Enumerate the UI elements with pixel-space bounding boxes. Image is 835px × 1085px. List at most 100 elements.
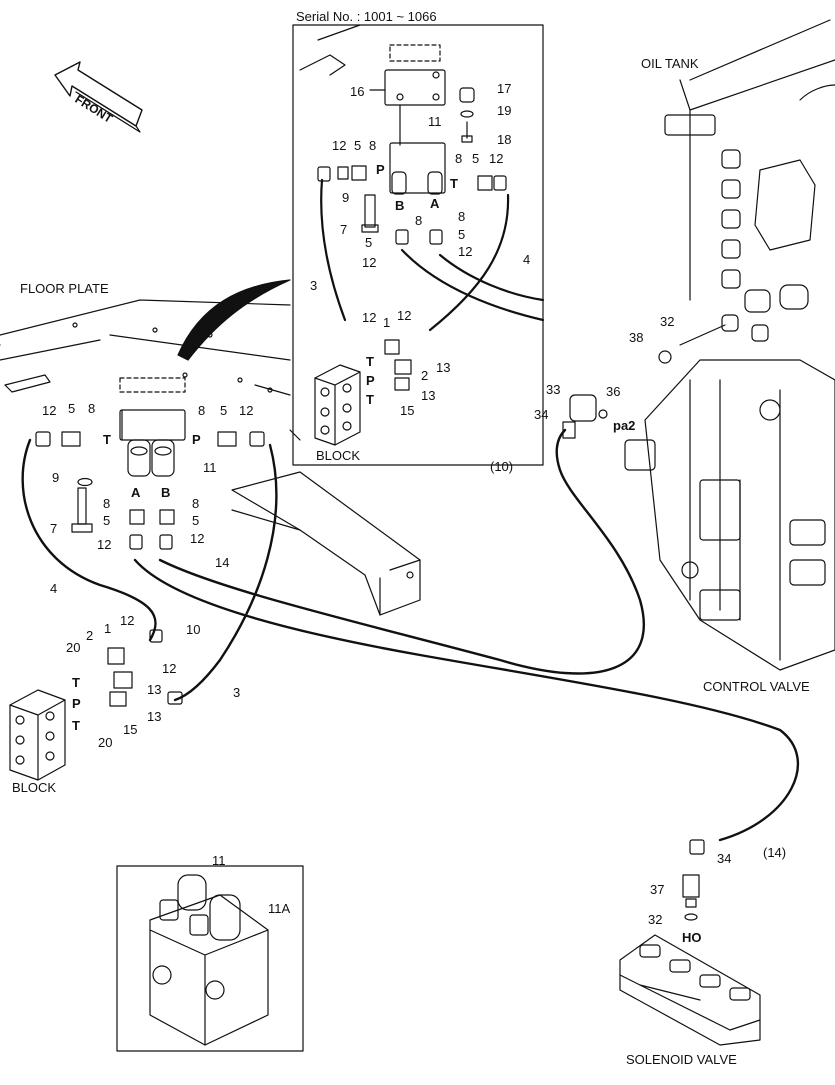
callout-18: 18 — [497, 132, 512, 147]
detail-11-frame — [116, 865, 304, 1052]
inset-bracket — [299, 24, 475, 195]
main-hoses — [21, 428, 800, 842]
callout-12-inset-left: 12 — [332, 138, 347, 153]
callout-8-inset-a: 8 — [458, 209, 466, 224]
callout-16: 16 — [350, 84, 365, 99]
port-t-inset-block-bottom: T — [366, 392, 374, 407]
control-valve-label: CONTROL VALVE — [703, 679, 810, 694]
callout-14-main: 14 — [215, 555, 230, 570]
main-fittings — [35, 431, 265, 550]
port-t-block-bottom: T — [72, 718, 80, 733]
main-block-label: BLOCK — [12, 780, 57, 795]
port-t-block-top: T — [72, 675, 80, 690]
callout-11-main: 11 — [203, 460, 217, 475]
callout-9-main: 9 — [52, 470, 60, 485]
solenoid-valve-shape — [619, 839, 761, 1046]
oil-tank-label: OIL TANK — [641, 56, 699, 71]
callout-12-inset-c: 12 — [362, 310, 377, 325]
callout-4-inset: 4 — [523, 252, 531, 267]
serial-range-label: Serial No. : 1001 ~ 1066 — [296, 9, 437, 24]
callout-33: 33 — [546, 382, 561, 397]
port-a-inset: A — [430, 196, 440, 211]
callout-10-main: 10 — [186, 622, 201, 637]
callout-20-main-bottom: 20 — [98, 735, 113, 750]
callout-1-main: 1 — [104, 621, 112, 636]
callout-13-main-top: 13 — [147, 682, 162, 697]
callout-8-main-right: 8 — [198, 403, 206, 418]
floor-plate — [0, 299, 301, 441]
control-valve-shape — [562, 350, 835, 671]
callout-8-inset-right: 8 — [455, 151, 463, 166]
callout-11a: 11A — [268, 901, 291, 916]
callout-5-inset-right: 5 — [472, 151, 480, 166]
front-arrow-icon — [54, 61, 143, 133]
callout-3-inset: 3 — [310, 278, 318, 293]
port-t-main: T — [103, 432, 111, 447]
callout-2-main: 2 — [86, 628, 94, 643]
port-p-inset-block: P — [366, 373, 375, 388]
callout-5-inset-a: 5 — [458, 227, 466, 242]
port-ho: HO — [682, 930, 702, 945]
callout-14-paren: (14) — [763, 845, 787, 860]
detail-11-valve-shape — [149, 874, 269, 1046]
inset-block-shape — [314, 339, 412, 446]
callout-5-main-right: 5 — [220, 403, 228, 418]
callout-8-main-a: 8 — [103, 496, 111, 511]
callout-8-main-left: 8 — [88, 401, 96, 416]
callout-5-main-a: 5 — [103, 513, 111, 528]
solenoid-valve-label: SOLENOID VALVE — [626, 1052, 737, 1067]
callout-37: 37 — [650, 882, 665, 897]
inset-frame — [292, 24, 544, 466]
callout-12-inset-a: 12 — [458, 244, 473, 259]
port-p-main: P — [192, 432, 201, 447]
callout-4-main: 4 — [50, 581, 58, 596]
port-a-main: A — [131, 485, 141, 500]
callout-9-inset: 9 — [342, 190, 350, 205]
callout-8-inset-left: 8 — [369, 138, 377, 153]
callout-5-main-left: 5 — [68, 401, 76, 416]
callout-12-inset-b: 12 — [362, 255, 377, 270]
callout-5-inset-left: 5 — [354, 138, 362, 153]
callout-34-top: 34 — [534, 407, 549, 422]
callout-38: 38 — [629, 330, 644, 345]
callout-13-inset-bottom: 13 — [421, 388, 436, 403]
callout-11-detail: 11 — [212, 853, 226, 868]
callout-20-main-top: 20 — [66, 640, 81, 655]
port-pa2: pa2 — [613, 418, 636, 433]
callout-32-solenoid: 32 — [648, 912, 663, 927]
port-b-inset: B — [395, 198, 405, 213]
port-p-block: P — [72, 696, 81, 711]
callout-7-inset: 7 — [340, 222, 348, 237]
callout-5-inset-b: 5 — [365, 235, 373, 250]
callout-19: 19 — [497, 103, 512, 118]
callout-15-main: 15 — [123, 722, 138, 737]
floor-plate-label: FLOOR PLATE — [20, 281, 109, 296]
main-valve-bracket — [119, 377, 186, 477]
callout-12-main-d: 12 — [162, 661, 177, 676]
port-b-main: B — [161, 485, 171, 500]
callout-11-inset: 11 — [428, 114, 442, 129]
callout-15-inset: 15 — [400, 403, 415, 418]
callout-5-main-b: 5 — [192, 513, 200, 528]
callout-32-tank: 32 — [660, 314, 675, 329]
port-t-inset: T — [450, 176, 458, 191]
callout-7-main: 7 — [50, 521, 58, 536]
callout-12-main-right: 12 — [239, 403, 254, 418]
callout-8-inset-b: 8 — [415, 213, 423, 228]
stand-bracket — [231, 471, 421, 616]
callout-12-main-a: 12 — [97, 537, 112, 552]
callout-12-main-b: 12 — [190, 531, 205, 546]
inset-fittings — [317, 165, 507, 245]
callout-17: 17 — [497, 81, 512, 96]
callout-12-inset-d: 12 — [397, 308, 412, 323]
callout-13-main-bottom: 13 — [147, 709, 162, 724]
callout-12-inset-right: 12 — [489, 151, 504, 166]
callout-12-main-left: 12 — [42, 403, 57, 418]
inset-hoses — [320, 178, 545, 332]
oil-tank-shape — [664, 19, 835, 346]
port-p-inset: P — [376, 162, 385, 177]
detail-pointer-icon — [177, 279, 291, 361]
inset-block-label: BLOCK — [316, 448, 361, 463]
